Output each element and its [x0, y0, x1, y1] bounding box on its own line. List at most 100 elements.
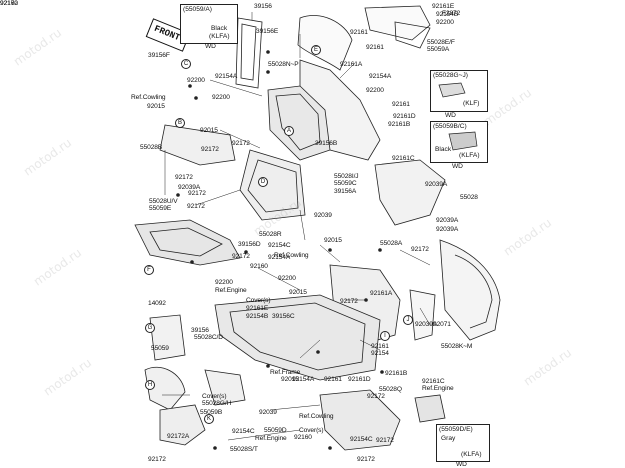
part-number-label: 55028G/H: [202, 400, 232, 407]
part-number-label: 55028: [460, 194, 478, 201]
part-number-label: 92200: [187, 77, 205, 84]
part-number-label: 92200: [278, 275, 296, 282]
part-number-label: 92172: [357, 456, 375, 463]
part-number-label: 92172: [376, 437, 394, 444]
part-number-label: Cover(s): [202, 393, 227, 400]
inset-part-shape: [448, 131, 478, 151]
part-number-label: 92172: [148, 456, 166, 463]
part-number-label: 92039: [259, 409, 277, 416]
part-number-label: 92172: [411, 246, 429, 253]
part-number-label: 92161: [371, 343, 389, 350]
part-number-label: Cover(s): [246, 297, 271, 304]
inset-model: (KLFA): [459, 152, 480, 159]
part-number-label: 92154A: [292, 376, 315, 383]
part-number-label: 92154C: [232, 428, 255, 435]
inset-title: (55059D/E): [439, 426, 473, 433]
part-number-label: 92154A: [369, 73, 392, 80]
inset-title: (55059B/C): [433, 123, 467, 130]
part-number-label: 55059D: [264, 427, 287, 434]
part-number-label: 92200: [366, 87, 384, 94]
inset-title: (55059/A): [183, 6, 212, 13]
part-number-label: 55028K~M: [441, 343, 473, 350]
part-number-label: F2872: [442, 10, 461, 17]
part-number-label: 92172: [175, 174, 193, 181]
part-number-label: 92161C: [392, 155, 415, 162]
inset-model: (KLFA): [209, 33, 230, 40]
part-number-label: 92161D: [348, 376, 371, 383]
part-number-label: 39156B: [315, 140, 338, 147]
inset-model: (KLF): [463, 100, 480, 107]
part-number-label: 55028I/J: [334, 173, 359, 180]
part-number-label: Ref.Engine: [422, 385, 454, 392]
inset-55059a: (55059/A) Black (KLFA): [180, 4, 238, 44]
inset-55028gj: (55028G~J) (KLF): [430, 70, 488, 112]
part-number-label: 92160: [0, 0, 18, 7]
inset-model: (KLFA): [461, 451, 482, 458]
part-number-label: 92161B: [388, 121, 411, 128]
part-number-label: 55059A: [427, 46, 450, 53]
callout-letter: A: [284, 126, 294, 136]
part-number-label: Ref.Cowling: [274, 252, 309, 259]
inset-color: Black: [211, 25, 228, 32]
part-number-label: 92172A: [167, 433, 190, 440]
part-number-label: 55028A: [380, 240, 403, 247]
part-number-label: 55059B: [200, 409, 223, 416]
part-number-label: 92039A: [425, 181, 448, 188]
part-number-label: 55028S/T: [230, 446, 258, 453]
part-number-label: 92154B: [246, 313, 269, 320]
callout-letter: B: [175, 118, 185, 128]
callout-letter: H: [145, 380, 155, 390]
part-number-label: 92015: [324, 237, 342, 244]
callout-letter: K: [204, 414, 214, 424]
part-number-label: 92154B: [436, 11, 459, 18]
part-number-label: 92039A: [436, 226, 459, 233]
part-number-label: 92071: [433, 321, 451, 328]
callout-letter: E: [311, 45, 321, 55]
inset-part-shape: [438, 82, 466, 98]
part-number-label: 92015: [289, 289, 307, 296]
part-number-label: 92172: [340, 298, 358, 305]
part-number-label: 92172: [187, 203, 205, 210]
part-number-label: 39156F: [148, 52, 170, 59]
part-number-label: 92154A: [268, 254, 291, 261]
inset-note: WD: [452, 163, 463, 170]
part-number-label: 39156C: [272, 313, 295, 320]
part-number-label: 92161: [366, 44, 384, 51]
part-number-label: 92160: [294, 434, 312, 441]
part-number-label: 92161: [392, 101, 410, 108]
part-number-label: 55059E: [149, 205, 172, 212]
inset-55059bc: (55059B/C) Black (KLFA): [430, 121, 488, 163]
part-number-label: 92172: [367, 393, 385, 400]
part-number-label: 92200: [212, 94, 230, 101]
part-number-label: Ref.Engine: [215, 287, 247, 294]
callout-letter: F: [144, 265, 154, 275]
inset-note: WD: [456, 461, 467, 468]
part-number-label: 92200: [215, 279, 233, 286]
part-number-label: 92161B: [385, 370, 408, 377]
part-number-label: 92172: [201, 146, 219, 153]
inset-color: Gray: [441, 435, 456, 442]
part-number-label: 92154A: [215, 73, 238, 80]
part-number-label: 55028C/D: [194, 334, 223, 341]
part-number-label: 92039A: [415, 321, 438, 328]
part-number-label: 92161: [350, 29, 368, 36]
part-number-label: Ref.Cowling: [299, 413, 334, 420]
part-number-label: 92161D: [393, 113, 416, 120]
part-number-label: 55028U/V: [149, 198, 178, 205]
part-number-label: 92154C: [350, 436, 373, 443]
part-number-label: 55028E/F: [427, 39, 455, 46]
part-number-label: 92154C: [268, 242, 291, 249]
part-number-label: Ref.Frame: [270, 369, 301, 376]
part-number-label: 55059C: [334, 180, 357, 187]
part-number-label: 39156: [191, 327, 209, 334]
inset-55059de: (55059D/E) Gray (KLFA): [436, 424, 490, 462]
part-number-label: 92172: [232, 140, 250, 147]
callout-letter: J: [403, 315, 413, 325]
part-number-label: 92161E: [432, 3, 455, 10]
part-number-label: 92161A: [340, 61, 363, 68]
callout-letter: D: [258, 177, 268, 187]
callout-letter: G: [145, 323, 155, 333]
inset-title: (55028G~J): [433, 72, 469, 79]
part-number-label: 55028Q: [379, 386, 402, 393]
